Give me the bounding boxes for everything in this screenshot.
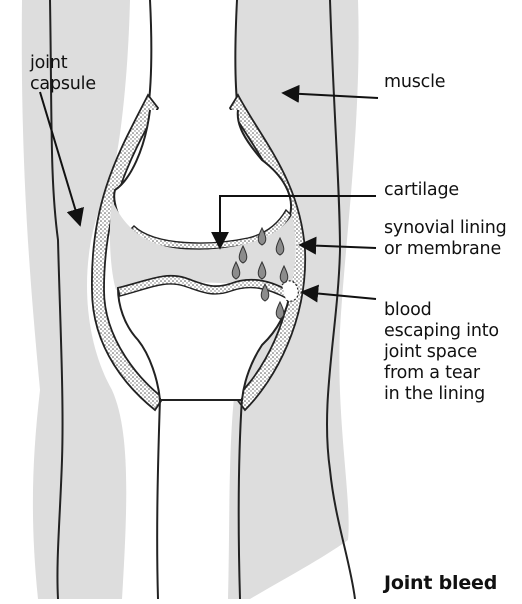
femur-shaft-left bbox=[148, 0, 151, 110]
label-line: capsule bbox=[30, 74, 96, 95]
label-line: synovial lining bbox=[384, 218, 507, 239]
label-line: in the lining bbox=[384, 384, 499, 405]
label-line: blood bbox=[384, 300, 499, 321]
label-muscle: muscle bbox=[384, 72, 445, 93]
label-joint-capsule: joint capsule bbox=[30, 53, 96, 95]
label-line: or membrane bbox=[384, 239, 507, 260]
label-line: joint space bbox=[384, 342, 499, 363]
diagram-caption: Joint bleed bbox=[384, 573, 497, 594]
label-line: escaping into bbox=[384, 321, 499, 342]
label-cartilage: cartilage bbox=[384, 180, 459, 201]
label-synovial: synovial lining or membrane bbox=[384, 218, 507, 260]
label-line: from a tear bbox=[384, 363, 499, 384]
label-blood: blood escaping into joint space from a t… bbox=[384, 300, 499, 405]
tibia-shaft-left bbox=[157, 398, 160, 599]
label-line: joint bbox=[30, 53, 96, 74]
